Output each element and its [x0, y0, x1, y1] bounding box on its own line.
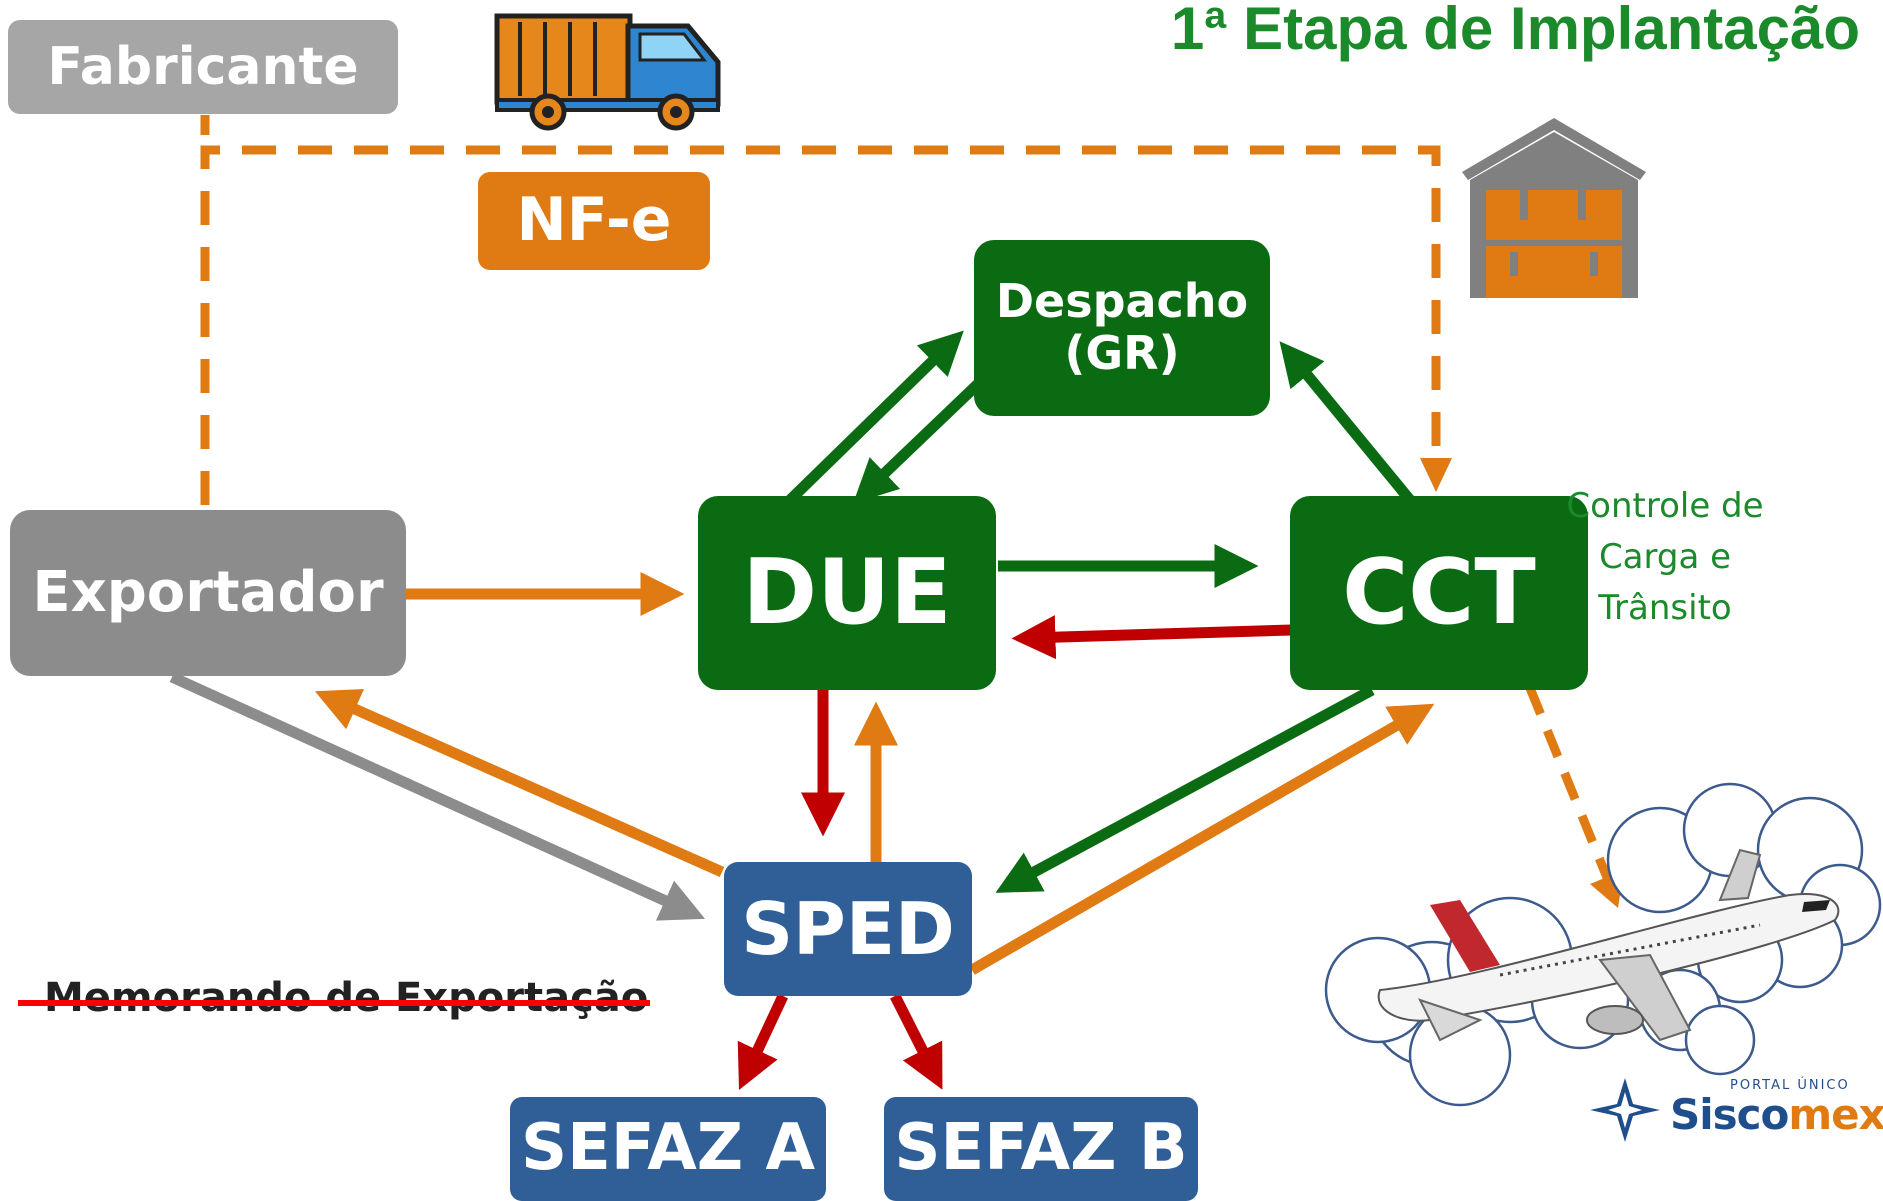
node-sefaz-b-label: SEFAZ B — [894, 1111, 1188, 1186]
node-nfe: NF-e — [478, 172, 710, 270]
node-sefaz-b: SEFAZ B — [884, 1097, 1198, 1201]
node-exportador: Exportador — [10, 510, 406, 676]
exportador-to-sped-arrow — [169, 671, 706, 921]
sped-to-cct-arrow — [969, 703, 1435, 975]
siscomex-star-icon — [1590, 1078, 1660, 1142]
nfe-to-cct-arrowhead — [1420, 458, 1452, 492]
node-fabricante: Fabricante — [8, 20, 398, 114]
memo-label: Memorando de Exportação — [44, 975, 649, 1021]
node-sped-label: SPED — [741, 886, 955, 971]
node-sefaz-a-label: SEFAZ A — [521, 1111, 815, 1186]
cct-to-sped-arrow — [995, 685, 1375, 893]
truck-icon — [494, 13, 721, 131]
despacho-to-due-arrow — [853, 378, 984, 504]
nfe-dashed-route — [200, 145, 1441, 505]
node-despacho-label: Despacho (GR) — [995, 274, 1249, 380]
sped-to-sefaz-b-arrow — [890, 993, 943, 1090]
sped-to-sefaz-a-arrow — [737, 993, 788, 1090]
node-despacho: Despacho (GR) — [974, 240, 1270, 416]
side-note: Controle de Carga e Trânsito — [1540, 430, 1790, 634]
airplane-icon — [1324, 782, 1882, 1107]
page-title: 1ª Etapa de Implantação — [1170, 0, 1860, 62]
due-to-despacho-arrow — [786, 330, 964, 504]
node-sefaz-a: SEFAZ A — [510, 1097, 826, 1201]
node-due: DUE — [698, 496, 996, 690]
cct-to-despacho-arrow — [1279, 341, 1415, 504]
memo-strikethrough — [18, 1000, 650, 1006]
logo-word: Siscomex — [1670, 1090, 1883, 1139]
node-due-label: DUE — [742, 539, 952, 645]
side-note-label: Controle de Carga e Trânsito — [1566, 486, 1764, 628]
logo-small-text: PORTAL ÚNICO — [1730, 1078, 1850, 1093]
node-fabricante-label: Fabricante — [47, 36, 359, 97]
siscomex-logo: PORTAL ÚNICO Siscomex — [1580, 1060, 1883, 1160]
cct-to-airport-arrow — [1525, 686, 1613, 882]
node-exportador-label: Exportador — [32, 559, 384, 625]
sped-to-exportador-arrow — [314, 689, 725, 878]
node-nfe-label: NF-e — [516, 185, 672, 256]
cct-to-due-arrow — [1011, 615, 1293, 660]
warehouse-icon — [1462, 118, 1646, 298]
node-sped: SPED — [724, 862, 972, 996]
node-cct: CCT — [1290, 496, 1588, 690]
node-cct-label: CCT — [1342, 539, 1536, 645]
